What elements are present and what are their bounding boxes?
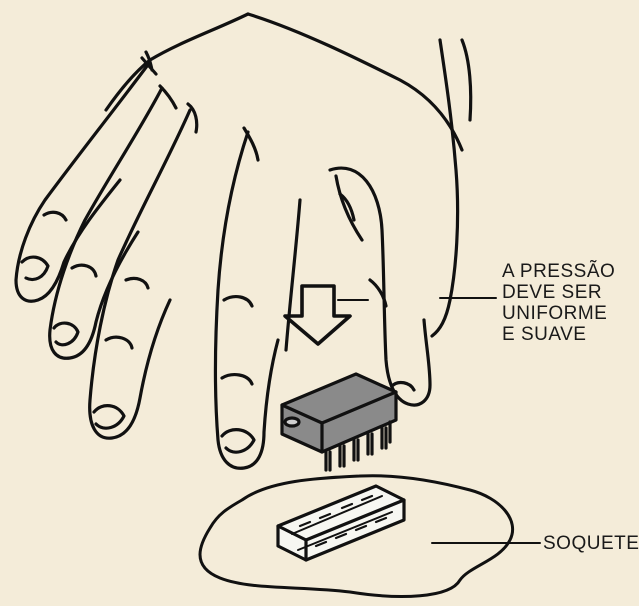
down-arrow-icon — [285, 286, 350, 344]
hand-drawing — [16, 14, 471, 468]
socket-drawing — [278, 486, 404, 560]
socket-label: SOQUETE — [543, 533, 639, 554]
pressure-note-line-2: DEVE SER — [502, 282, 615, 303]
pressure-note-line-3: UNIFORME — [502, 303, 615, 324]
ic-chip — [282, 374, 396, 470]
pressure-note-line-1: A PRESSÃO — [502, 261, 615, 282]
pressure-note: A PRESSÃO DEVE SER UNIFORME E SUAVE — [502, 261, 615, 345]
pressure-note-line-4: E SUAVE — [502, 324, 615, 345]
